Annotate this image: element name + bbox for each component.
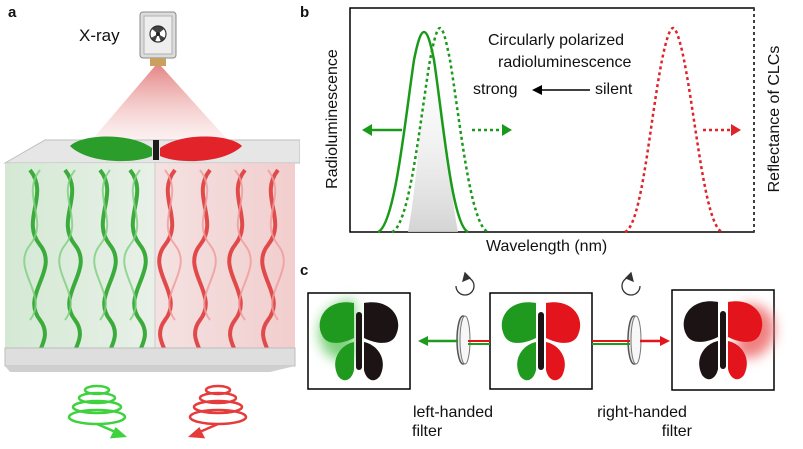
right-filter-line1: right-handed xyxy=(597,404,687,421)
box-right-half xyxy=(155,163,295,348)
left-filter-icon xyxy=(456,315,471,365)
panel-a-illustration xyxy=(3,11,300,439)
panel-letter-c: c xyxy=(300,262,309,279)
butterfly-top-icon xyxy=(70,136,242,162)
green-dotted-peak xyxy=(391,26,489,234)
panel-letter-a: a xyxy=(8,4,17,21)
y2-axis-label: Reflectance of CLCs xyxy=(766,45,783,193)
green-spiral-icon xyxy=(67,384,128,439)
red-spiral-icon xyxy=(187,384,248,439)
x-axis-label: Wavelength (nm) xyxy=(486,238,608,255)
xray-label: X-ray xyxy=(79,26,120,45)
right-filter-line2: filter xyxy=(661,423,692,440)
silent-label: silent xyxy=(595,81,633,98)
butterfly-right-box xyxy=(671,289,775,391)
right-filter-icon xyxy=(627,315,642,365)
left-filter-label: left-handed filter xyxy=(398,403,508,441)
xray-beam xyxy=(85,66,235,148)
xray-source-icon xyxy=(139,11,177,66)
strong-label: strong xyxy=(473,81,518,98)
panel-letter-b: b xyxy=(300,4,310,21)
butterfly-left-box xyxy=(307,292,411,390)
annotation-title-2: radioluminescence xyxy=(498,54,632,71)
box-bottom-slab xyxy=(4,347,296,367)
green-solid-peak xyxy=(377,30,469,234)
overlap-shading xyxy=(408,32,458,232)
red-dotted-peak xyxy=(624,26,723,234)
right-filter-label: right-handed filter xyxy=(582,403,702,441)
box-top-face xyxy=(3,139,300,164)
annotation-title-1: Circularly polarized xyxy=(488,32,625,49)
butterfly-middle-box xyxy=(489,292,593,390)
y-axis-label: Radioluminescence xyxy=(324,49,341,189)
left-filter-line2: filter xyxy=(412,423,443,440)
right-rotation-icon xyxy=(621,271,641,296)
left-filter-line1: left-handed xyxy=(412,404,494,421)
left-rotation-icon xyxy=(455,271,475,296)
